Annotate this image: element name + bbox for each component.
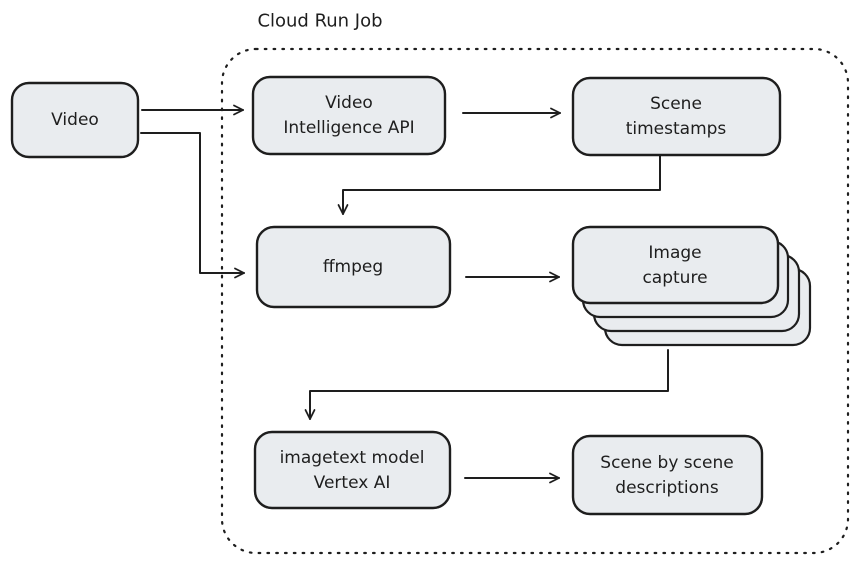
edge-image-capture-to-imagetext-model[interactable] xyxy=(304,349,669,420)
node-image-capture[interactable]: Image capture xyxy=(571,225,812,347)
node-scene-descriptions-label-line1: Scene by scene xyxy=(600,453,733,473)
node-scene-timestamps[interactable]: Scene timestamps xyxy=(571,76,782,157)
node-video-label: Video xyxy=(51,110,99,130)
node-video[interactable]: Video xyxy=(10,81,140,159)
node-scene-descriptions[interactable]: Scene by scene descriptions xyxy=(571,434,764,516)
node-ffmpeg-label: ffmpeg xyxy=(323,257,383,277)
node-ffmpeg[interactable]: ffmpeg xyxy=(255,225,452,309)
node-image-capture-box[interactable] xyxy=(571,225,780,305)
node-imagetext-model-label-line2: Vertex AI xyxy=(314,473,391,493)
node-imagetext-model-box[interactable] xyxy=(253,430,452,510)
node-imagetext-model-label-line1: imagetext model xyxy=(280,448,425,468)
node-scene-timestamps-label-line2: timestamps xyxy=(626,119,727,139)
cloud-run-job-container[interactable] xyxy=(220,47,850,555)
node-scene-timestamps-label-line1: Scene xyxy=(650,94,702,114)
node-video-intelligence-api-label-line2: Intelligence API xyxy=(283,118,414,138)
node-image-capture-label-line2: capture xyxy=(642,268,707,288)
node-scene-timestamps-box[interactable] xyxy=(571,76,782,157)
node-ffmpeg-box[interactable] xyxy=(255,225,452,309)
node-imagetext-model[interactable]: imagetext model Vertex AI xyxy=(253,430,452,510)
node-scene-descriptions-box[interactable] xyxy=(571,434,764,516)
node-video-intelligence-api-label-line1: Video xyxy=(325,93,373,113)
node-video-box[interactable] xyxy=(10,81,140,159)
node-video-intelligence-api[interactable]: Video Intelligence API xyxy=(251,75,447,156)
edge-scene-timestamps-to-ffmpeg[interactable] xyxy=(337,155,661,215)
cloud-run-job-title: Cloud Run Job xyxy=(257,11,382,32)
edge-video-to-ffmpeg[interactable] xyxy=(140,132,245,279)
node-image-capture-label-line1: Image xyxy=(648,243,701,263)
node-video-intelligence-api-box[interactable] xyxy=(251,75,447,156)
node-scene-descriptions-label-line2: descriptions xyxy=(615,478,719,498)
